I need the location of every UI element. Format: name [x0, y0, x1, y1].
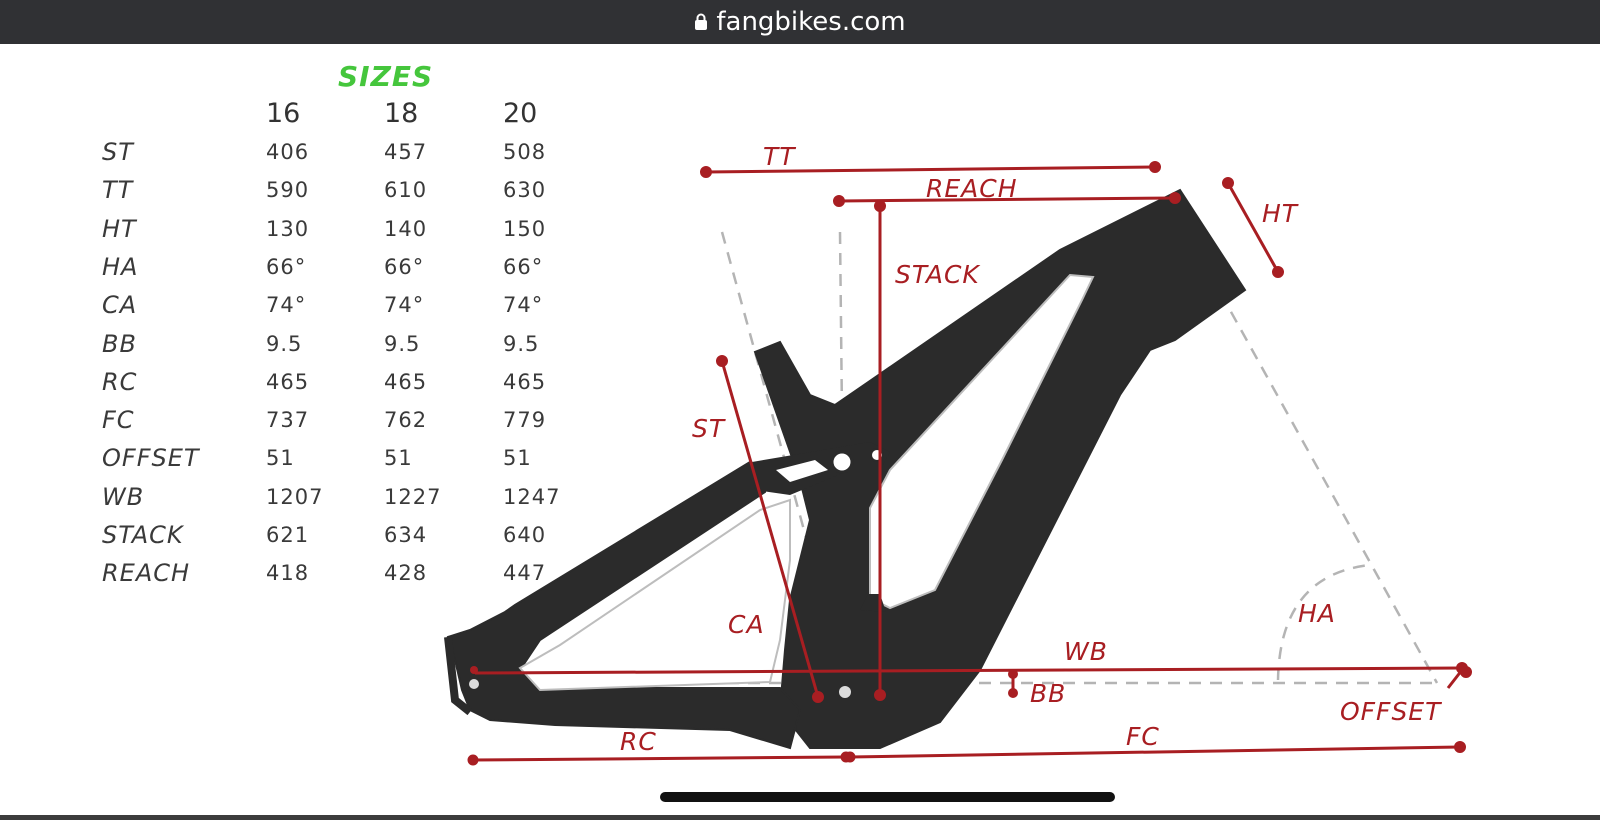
geometry-cell: 74°	[503, 293, 544, 318]
geometry-row-label: BB	[102, 329, 137, 358]
geometry-row-label: OFFSET	[102, 444, 200, 473]
geometry-row-label: CA	[102, 291, 138, 320]
geometry-cell: 465	[503, 369, 547, 394]
label-rc: RC	[620, 727, 657, 756]
geometry-cell: 51	[503, 446, 532, 471]
home-indicator[interactable]	[660, 792, 1115, 802]
geometry-cell: 51	[384, 446, 413, 471]
geometry-cell: 508	[503, 140, 547, 164]
geometry-cell: 150	[503, 216, 547, 241]
geometry-cell: 465	[384, 369, 428, 394]
label-fc: FC	[1126, 722, 1160, 751]
geometry-row-label: REACH	[102, 559, 191, 588]
geometry-cell: 630	[503, 178, 547, 203]
geometry-cell: 9.5	[266, 331, 303, 356]
geometry-row-label: STACK	[102, 521, 184, 549]
label-st: ST	[692, 414, 726, 443]
geometry-cell: 634	[384, 523, 428, 547]
geometry-cell: 447	[503, 561, 547, 586]
geometry-cell: 74°	[384, 293, 425, 318]
size-header: 18	[384, 98, 419, 129]
geometry-cell: 66°	[503, 254, 544, 279]
geometry-row-label: RC	[102, 367, 138, 396]
lock-icon	[695, 13, 708, 30]
bottom-edge	[0, 815, 1600, 820]
geometry-row-label: WB	[102, 482, 145, 511]
geometry-cell: 406	[266, 140, 310, 164]
geometry-cell: 1227	[384, 484, 442, 509]
geometry-cell: 140	[384, 216, 428, 241]
geometry-cell: 465	[266, 369, 310, 394]
geometry-cell: 66°	[266, 254, 307, 279]
geometry-cell: 9.5	[503, 331, 540, 356]
size-header: 16	[266, 98, 301, 129]
geometry-cell: 621	[266, 523, 310, 547]
geometry-cell: 640	[503, 523, 547, 547]
geometry-row-label: TT	[102, 176, 134, 205]
url-text: fangbikes.com	[716, 7, 906, 37]
geometry-cell: 428	[384, 561, 428, 586]
geometry-row-label: HA	[102, 252, 139, 281]
geometry-cell: 418	[266, 561, 310, 586]
label-ca: CA	[728, 610, 765, 639]
geometry-cell: 1247	[503, 484, 561, 509]
label-bb: BB	[1030, 679, 1066, 708]
label-reach: REACH	[926, 174, 1018, 203]
bike-frame	[444, 188, 1247, 750]
label-offset: OFFSET	[1340, 697, 1442, 726]
geometry-row-label: FC	[102, 406, 135, 435]
geometry-cell: 130	[266, 216, 310, 241]
geometry-cell: 457	[384, 140, 428, 164]
geometry-cell: 51	[266, 446, 295, 471]
geometry-cell: 74°	[266, 293, 307, 318]
geometry-cell: 610	[384, 178, 428, 203]
label-ha: HA	[1298, 599, 1336, 628]
geometry-cell: 779	[503, 408, 547, 433]
size-header: 20	[503, 98, 538, 129]
label-wb: WB	[1064, 637, 1108, 666]
geometry-row-label: ST	[102, 138, 134, 166]
geometry-cell: 9.5	[384, 331, 421, 356]
label-ht: HT	[1262, 199, 1299, 228]
geometry-cell: 590	[266, 178, 310, 203]
label-tt: TT	[763, 142, 796, 171]
dimension-lines	[467, 161, 1472, 766]
sizes-title: SIZES	[338, 60, 434, 93]
geometry-cell: 762	[384, 408, 428, 433]
url-display[interactable]: fangbikes.com	[694, 7, 906, 37]
geometry-cell: 66°	[384, 254, 425, 279]
browser-url-bar[interactable]: fangbikes.com	[0, 0, 1600, 44]
label-stack: STACK	[895, 260, 981, 289]
geometry-row-label: HT	[102, 214, 137, 243]
geometry-cell: 737	[266, 408, 310, 433]
geometry-cell: 1207	[266, 484, 324, 509]
